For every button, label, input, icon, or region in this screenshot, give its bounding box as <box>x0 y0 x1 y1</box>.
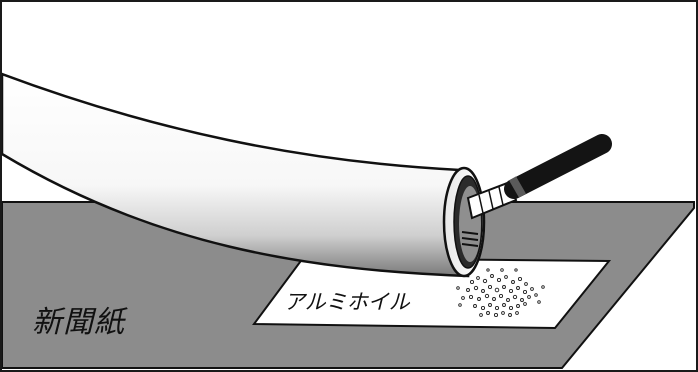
knife-handle <box>504 134 612 199</box>
craft-knife-icon <box>466 134 612 220</box>
aluminum-foil-label: アルミホイル <box>284 290 411 314</box>
aluminum-foil-sheet <box>252 256 612 330</box>
newspaper-label: 新聞紙 <box>32 305 128 340</box>
knife-blade <box>466 180 518 220</box>
inner-hatch <box>461 231 479 247</box>
metal-filings <box>456 268 545 318</box>
